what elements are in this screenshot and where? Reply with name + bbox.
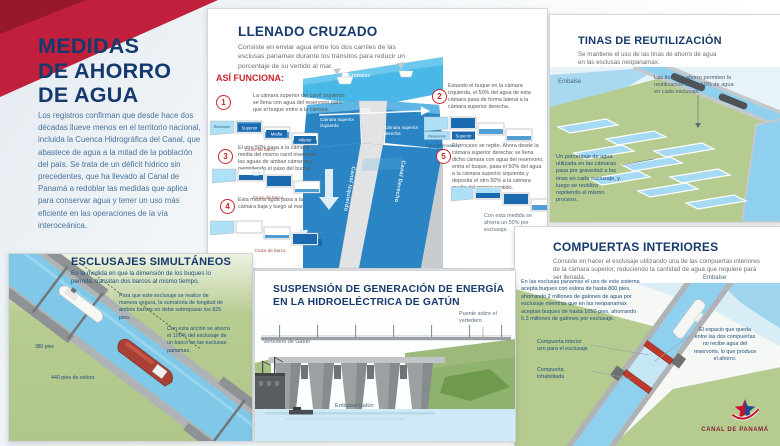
- left-chamber-label: Cámara superior izquierda: [320, 117, 355, 128]
- panel-tinas-reutilizacion: TINAS DE REUTILIZACIÓN Se mantiene el us…: [549, 14, 780, 223]
- transfer-arrow-icon: [421, 106, 430, 116]
- step-5-number: 5: [436, 149, 451, 164]
- panel-compuertas-interiores: COMPUERTAS INTERIORES Consiste en hacer …: [514, 226, 780, 446]
- cross-filling-illustration: [303, 57, 443, 268]
- tinas-intro: Se mantiene el uso de las tinas de ahorr…: [578, 51, 717, 67]
- svg-text:Agua permanente: Agua permanente: [426, 143, 460, 148]
- ship-icon: [398, 70, 414, 78]
- length-380-label: 380 pies: [35, 344, 54, 350]
- fifty-percent-label: 50%: [360, 108, 372, 114]
- flow-arrow-icon: [333, 68, 341, 75]
- gatun-illustration: [255, 317, 515, 441]
- step-5-diagram: [451, 186, 547, 212]
- llenado-intro: Consiste en enviar agua entre los dos ca…: [238, 44, 405, 70]
- svg-text:Reservorio: Reservorio: [428, 135, 445, 139]
- lock-channel: [632, 67, 780, 148]
- esclusajes-illustration: [9, 254, 252, 441]
- embalse-gatun-label: Embalse Gatún: [335, 403, 374, 409]
- esclusajes-note-right: Con esta acción se ahorra el 100% del es…: [167, 326, 230, 354]
- ship-glyph: [299, 229, 309, 234]
- down-arrow-icon: [319, 169, 339, 210]
- barge-icon: [289, 407, 313, 415]
- step-4-number: 4: [220, 199, 235, 214]
- step-2-diagram: Reservorio Superior Agua permanente: [424, 116, 533, 148]
- canal-panama-logo-text: CANAL DE PANAMÁ: [701, 427, 769, 433]
- tinas-note-left: Un porcentaje de agua utilizada en las c…: [556, 154, 621, 204]
- svg-text:Inferior: Inferior: [298, 138, 312, 143]
- tinas-embalse-label: Embalse: [558, 79, 582, 85]
- llenado-title: LLENADO CRUZADO: [238, 24, 378, 39]
- svg-text:Cruce de barco: Cruce de barco: [245, 147, 276, 152]
- puente-label: Puente sobre el vertedero: [459, 311, 497, 324]
- panel-hidroelectrica-gatun: SUSPENSIÓN DE GENERACIÓN DE ENERGÍA EN L…: [254, 270, 516, 442]
- panel-llenado-cruzado: LLENADO CRUZADO Consiste en enviar agua …: [207, 8, 548, 269]
- powerhouse-icon: [255, 356, 285, 409]
- step-1-diagram: Reservorio Superior Media Inferior Cruce…: [210, 120, 319, 152]
- esclusajes-note-top: Para que este esclusaje se realice de ma…: [119, 293, 223, 321]
- gate-active-label: Compuerta interior uso para el esclusaje: [537, 339, 588, 353]
- tinas-title: TINAS DE REUTILIZACIÓN: [578, 35, 722, 47]
- page-intro: Los registros confirman que desde hace d…: [38, 111, 201, 230]
- canal-panama-star-logo-icon: [732, 399, 760, 421]
- compuertas-intro: Consiste en hacer el esclusaje utilizand…: [553, 258, 760, 282]
- svg-text:Reservorio: Reservorio: [214, 125, 231, 129]
- step-4-text: Esta misma agua pasa a la cámara baja y …: [238, 197, 305, 210]
- esclusajes-intro: En la medida en que la dimensión de los …: [71, 270, 212, 285]
- white-ship-icon: [672, 298, 706, 339]
- page-title: MEDIDAS DE AHORRO DE AGUA: [38, 34, 172, 107]
- gatun-title: SUSPENSIÓN DE GENERACIÓN DE ENERGÍA EN L…: [273, 284, 505, 308]
- dark-ship-icon: [670, 73, 706, 92]
- dark-ship-icon: [718, 93, 748, 110]
- step-1-text: La cámara superior del carril izquierdo …: [253, 93, 345, 113]
- bridge-posts: [279, 325, 503, 337]
- esclusajes-title: ESCLUSAJES SIMULTÁNEOS: [71, 256, 232, 268]
- svg-text:Superior: Superior: [242, 126, 258, 131]
- llenado-how-label: ASÍ FUNCIONA:: [216, 73, 284, 83]
- embalse-label: Embalse: [348, 73, 371, 79]
- step-4-diagram: Cruce de barco: [210, 220, 322, 253]
- step-1-number: 1: [216, 95, 231, 110]
- compuertas-space-note: El espacio que queda entre las dos compu…: [693, 327, 757, 362]
- red-cargo-ship-icon: [117, 338, 173, 387]
- panel-esclusajes-simultaneos: ESCLUSAJES SIMULTÁNEOS En la medida en q…: [8, 253, 253, 442]
- ship-icon: [336, 72, 354, 85]
- vertedero-label: Vertedero de Gatún: [263, 339, 311, 345]
- compuertas-title: COMPUERTAS INTERIORES: [553, 240, 719, 254]
- flow-arrow-icon: [397, 62, 405, 69]
- disabled-gate-icon: [622, 369, 653, 394]
- saving-basins: [556, 118, 748, 210]
- step-2-number: 2: [432, 89, 447, 104]
- tinas-note-right: Las tinas de ahorro permiten la reutiliz…: [654, 75, 734, 96]
- ship-glyph: [251, 171, 261, 176]
- gate-disabled-label: Compuerta inhabilitada: [537, 367, 565, 381]
- compuertas-illustration: [515, 283, 780, 446]
- step-3-diagram: Cruce de barco: [212, 168, 321, 200]
- svg-text:Cruce de barco: Cruce de barco: [253, 195, 284, 200]
- svg-text:Cruce de barco: Cruce de barco: [255, 248, 286, 253]
- llenado-savings-note: Con esta medida se ahorra un 50% por esc…: [484, 213, 532, 233]
- step-3-text: El otro 50% pasa a la cámara media del m…: [238, 145, 317, 172]
- white-ship-icon: [58, 285, 104, 324]
- tinas-illustration: [550, 67, 780, 222]
- svg-text:Superior: Superior: [456, 134, 472, 139]
- step-3-number: 3: [218, 149, 233, 164]
- compuertas-embalse-label: Embalse: [703, 275, 727, 281]
- length-440-label: 440 pies de eslora: [51, 375, 95, 381]
- step-2-text: Estando el buque en la cámara izquierda,…: [448, 83, 531, 110]
- inner-gate-icon: [643, 340, 674, 365]
- compuertas-left-note: En las esclusas panamax el uso de este s…: [521, 279, 640, 323]
- svg-text:Media: Media: [271, 132, 283, 137]
- right-chamber-label: Cámara superior derecha: [384, 125, 419, 136]
